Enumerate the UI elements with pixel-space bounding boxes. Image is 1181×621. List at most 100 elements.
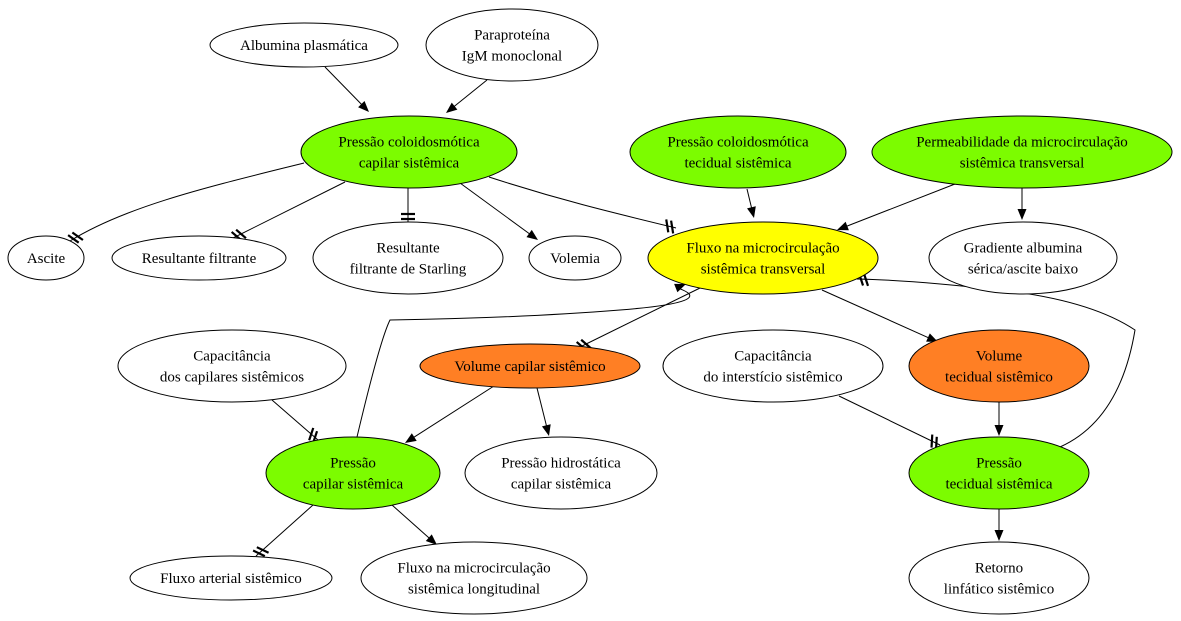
node-albumina: Albumina plasmática [209, 22, 399, 68]
edge-line [577, 287, 701, 349]
edge-pcc-to-ascite [67, 162, 305, 244]
node-label-voltec-1: tecidual sistêmico [945, 370, 1053, 386]
arrowhead [526, 229, 538, 240]
node-shape-retorno [908, 541, 1090, 615]
edge-line [356, 287, 691, 438]
node-label-gradiente-1: sérica/ascite baixo [968, 262, 1078, 278]
node-shape-volemia [528, 235, 622, 281]
negation-tick-0 [67, 234, 80, 244]
edge-line [232, 181, 346, 239]
edge-line [391, 504, 430, 539]
node-label-starling-0: Resultante [376, 241, 440, 257]
node-label-starling-1: filtrante de Starling [350, 262, 467, 278]
edge-line [69, 162, 305, 242]
node-label-fluxo-0: Fluxo na microcirculação [686, 241, 839, 257]
negation-tick-1 [665, 219, 670, 233]
node-shape-resfilt [111, 235, 287, 281]
negation-tick-1 [930, 434, 934, 448]
node-volemia: Volemia [528, 235, 622, 281]
edge-line [255, 504, 314, 557]
node-shape-pcap [265, 436, 441, 510]
edge-pcc-to-fluxo [488, 176, 677, 234]
edge-capint-to-ptec [838, 395, 941, 450]
node-label-retorno-0: Retorno [975, 561, 1023, 577]
edge-line [856, 278, 1136, 448]
node-shape-starling [312, 221, 504, 295]
arrowhead [837, 221, 849, 231]
edge-line [838, 395, 941, 446]
edges-layer [67, 66, 1136, 558]
node-label-pct-0: Pressão coloidosmótica [667, 135, 809, 151]
node-shape-albumina [209, 22, 399, 68]
node-label-volcap-0: Volume capilar sistêmico [454, 359, 605, 375]
arrowhead [405, 433, 417, 443]
node-shape-volcap [419, 343, 641, 389]
arrowhead [994, 530, 1004, 541]
node-shape-capcap [117, 329, 347, 403]
edge-line [746, 188, 753, 209]
negation-tick-1 [235, 228, 247, 240]
node-label-resfilt-0: Resultante filtrante [142, 251, 257, 267]
node-fart: Fluxo arterial sistêmico [129, 555, 333, 601]
node-label-albumina-0: Albumina plasmática [240, 38, 368, 54]
node-shape-gradiente [928, 221, 1118, 295]
edge-line [453, 79, 488, 108]
edge-pcap-to-fluxo [356, 283, 691, 438]
node-label-phid-0: Pressão hidrostática [501, 456, 621, 472]
arrowhead [446, 102, 458, 113]
negation-tick-1 [580, 338, 592, 350]
edge-perm-to-gradiente [1017, 188, 1027, 220]
node-resfilt: Resultante filtrante [111, 235, 287, 281]
node-label-ascite-0: Ascite [27, 251, 66, 267]
arrowhead [1017, 209, 1027, 220]
edge-capcap-to-pcap [271, 399, 319, 444]
edge-ptec-to-retorno [994, 509, 1004, 541]
node-phid: Pressão hidrostática capilar sistêmica [464, 436, 658, 510]
edge-pct-to-fluxo [746, 188, 756, 218]
edge-pcc-to-resfilt [230, 181, 346, 242]
edge-line [488, 176, 677, 229]
node-gradiente: Gradiente albumina sérica/ascite baixo [928, 221, 1118, 295]
node-volcap: Volume capilar sistêmico [419, 343, 641, 389]
node-starling: Resultante filtrante de Starling [312, 221, 504, 295]
node-label-voltec-0: Volume [976, 349, 1023, 365]
edge-voltec-to-ptec [994, 402, 1004, 436]
edge-paraproteina-to-pcc [446, 79, 488, 113]
node-label-ptec-0: Pressão [976, 456, 1022, 472]
node-label-capint-1: do interstício sistêmico [703, 370, 842, 386]
node-shape-capint [662, 329, 884, 403]
edge-pcc-to-starling [401, 188, 415, 222]
node-label-retorno-1: linfático sistêmico [944, 582, 1054, 598]
node-label-pcc-0: Pressão coloidosmótica [338, 135, 480, 151]
edge-line [821, 289, 930, 339]
node-shape-ptec [908, 436, 1090, 510]
edge-line [846, 183, 956, 227]
node-label-paraproteina-1: IgM monoclonal [462, 49, 562, 65]
arrowhead [541, 424, 551, 436]
edge-line [459, 182, 531, 235]
edge-volcap-to-phid [536, 387, 551, 436]
node-label-flong-1: sistêmica longitudinal [408, 582, 540, 598]
arrowhead [926, 333, 938, 342]
edge-volcap-to-pcap [405, 385, 495, 443]
edge-perm-to-fluxo [837, 183, 956, 231]
edge-fluxo-to-voltec [821, 289, 938, 342]
edge-pcc-to-volemia [459, 182, 538, 240]
node-shape-voltec [908, 329, 1090, 403]
node-label-pcc-1: capilar sistêmica [359, 156, 460, 172]
node-label-gradiente-0: Gradiente albumina [964, 241, 1083, 257]
edge-line [324, 66, 363, 106]
node-retorno: Retorno linfático sistêmico [908, 541, 1090, 615]
edge-pcap-to-fart [252, 504, 314, 558]
node-ascite: Ascite [7, 235, 85, 281]
arrowhead [747, 206, 756, 218]
node-label-phid-1: capilar sistêmica [511, 477, 612, 493]
node-shape-flong [360, 541, 588, 615]
node-shape-phid [464, 436, 658, 510]
